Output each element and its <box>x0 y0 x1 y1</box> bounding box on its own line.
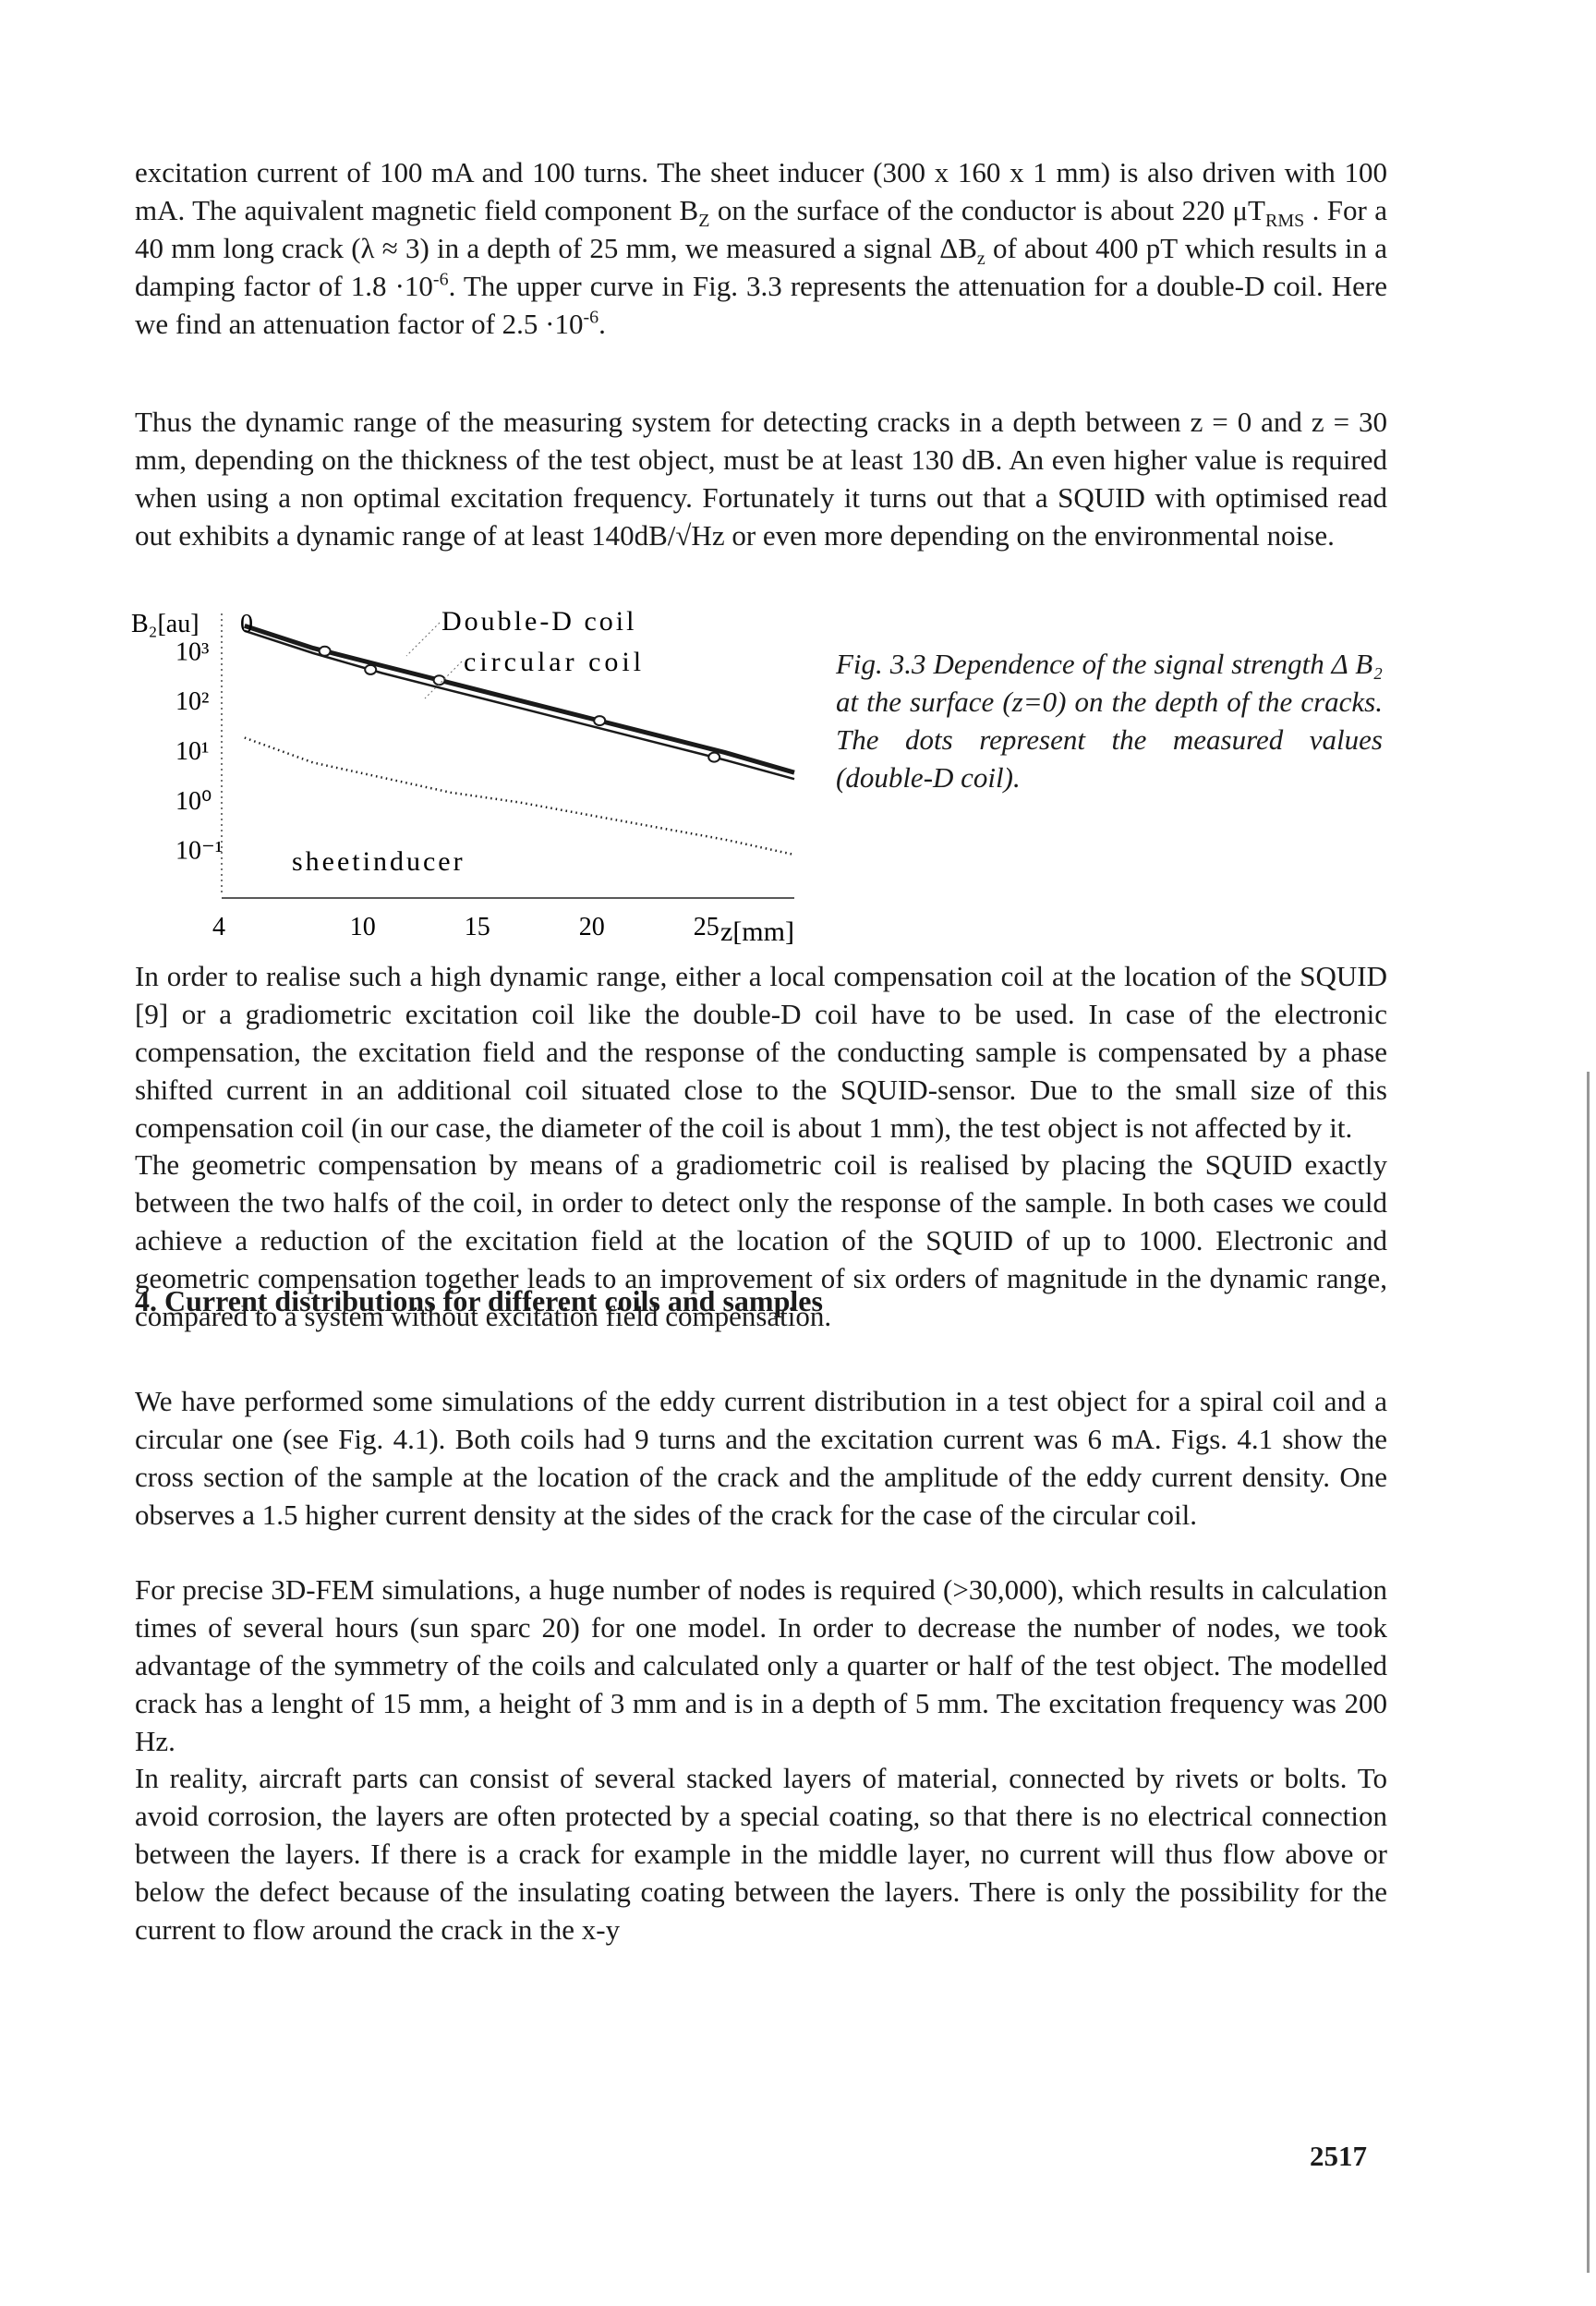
paragraph-intro: excitation current of 100 mA and 100 tur… <box>135 156 1387 340</box>
leader-double-d <box>405 622 441 657</box>
x-tick-label: 25 <box>694 913 719 941</box>
y-tick-label: 10¹ <box>175 737 209 766</box>
series-line-circular-coil <box>244 629 795 781</box>
y-tick-label: 10² <box>175 687 209 716</box>
x-tick-label: 15 <box>465 913 490 941</box>
x-axis-label: z[mm] <box>720 916 794 947</box>
label-double-d-coil: Double-D coil <box>441 606 636 637</box>
y-tick-label: 10⁻¹ <box>175 837 223 866</box>
data-point-1-0 <box>364 663 378 675</box>
label-sheetinducer: sheetinducer <box>292 846 466 877</box>
y-axis-label: B₂[au] <box>131 610 200 638</box>
data-point-1-1 <box>707 751 721 763</box>
data-point-0-0 <box>318 645 332 657</box>
data-point-0-1 <box>432 674 446 686</box>
label-circular-coil: circular coil <box>464 647 645 677</box>
paragraph-realisation: In order to realise such a high dynamic … <box>135 960 1387 1144</box>
figure-caption: Fig. 3.3 Dependence of the signal streng… <box>836 648 1383 794</box>
x-tick-label: 20 <box>579 913 605 941</box>
series-line-double-d-coil <box>244 624 795 775</box>
paragraph-aircraft: In reality, aircraft parts can consist o… <box>135 1762 1387 1946</box>
scan-edge-line <box>1587 1072 1590 2273</box>
page-number: 2517 <box>1310 2140 1367 2172</box>
paragraph-fem: For precise 3D-FEM simulations, a huge n… <box>135 1573 1387 1757</box>
y-tick-label: 0 <box>240 610 253 638</box>
series-line-sheetinducer <box>244 736 795 856</box>
y-tick-label: 10⁰ <box>175 787 212 816</box>
paragraph-dynamic-range: Thus the dynamic range of the measuring … <box>135 406 1387 552</box>
data-point-0-2 <box>593 715 607 727</box>
paragraph-simulations: We have performed some simulations of th… <box>135 1385 1387 1531</box>
y-tick-label: 10³ <box>175 637 209 666</box>
paragraph-geometric-compensation: The geometric compensation by means of a… <box>135 1148 1387 1332</box>
x-tick-label: 10 <box>350 913 376 941</box>
x-tick-label: 4 <box>212 913 225 941</box>
section-heading: 4. Current distributions for different c… <box>135 1284 823 1317</box>
